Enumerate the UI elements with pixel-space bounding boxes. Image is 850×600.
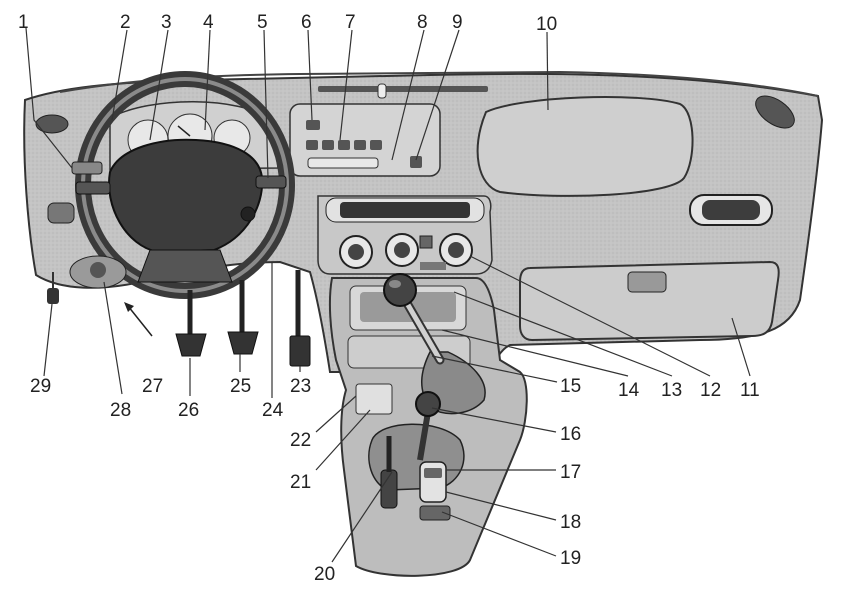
left-side-vent [35,114,69,134]
brake-pedal [227,331,259,355]
steering-wheel-hub [108,138,264,254]
callout-6: 6 [301,12,312,33]
clock-display [307,157,379,169]
heater-switch [419,235,433,249]
callout-7: 7 [345,12,356,33]
hood-release-handle [47,288,59,304]
callout-1: 1 [18,12,29,33]
callout-13: 13 [661,380,682,401]
callout-9: 9 [452,12,463,33]
callout-10: 10 [536,14,557,35]
callout-8: 8 [417,12,428,33]
ignition-switch [240,206,256,222]
callout-21: 21 [290,472,311,493]
callout-18: 18 [560,512,581,533]
callout-14: 14 [618,380,640,401]
glove-compartment-handle [627,271,667,293]
transfer-lever-shaft [417,411,431,461]
callout-4: 4 [203,12,214,33]
cigarette-lighter [410,156,422,168]
glove-compartment-lid [519,260,780,342]
callout-15: 15 [560,376,581,397]
callout-12: 12 [700,380,721,401]
wiper-stalk [255,175,287,189]
callout-2: 2 [120,12,131,33]
passenger-airbag-cover [476,96,694,197]
transfer-lever-knob [415,391,441,417]
callout-24: 24 [262,400,284,421]
callout-19: 19 [560,548,581,569]
switch-row [306,140,382,150]
arrow-27 [127,305,153,337]
callout-28: 28 [110,400,131,421]
steering-spoke [137,249,233,283]
callout-25: 25 [230,376,251,397]
callout-3: 3 [161,12,172,33]
light-switch [71,161,103,175]
headlamp-adjuster [90,262,106,278]
callout-labels: 1 2 3 4 5 6 7 8 9 10 11 12 13 14 15 16 1… [18,12,760,585]
callout-26: 26 [178,400,199,421]
callout-16: 16 [560,424,581,445]
turn-signal-stalk [75,181,111,195]
callout-27: 27 [142,376,163,397]
hazard-switch [306,120,320,130]
defroster-vent [318,86,488,92]
right-side-vent [755,95,795,129]
callout-20: 20 [314,564,335,585]
callout-17: 17 [560,462,581,483]
heater-indicator [420,262,446,270]
callout-22: 22 [290,430,311,451]
accelerator-pedal [289,335,311,367]
console-box [355,383,393,415]
left-lower-vent [47,202,75,224]
callout-5: 5 [257,12,268,33]
gear-lever-knob [383,273,417,307]
console-switch-block [419,505,451,521]
clutch-pedal [175,333,207,357]
callout-29: 29 [30,376,51,397]
leader-lines [25,27,751,563]
light-sensor [377,83,387,99]
callout-11: 11 [740,380,760,401]
callout-23: 23 [290,376,311,397]
